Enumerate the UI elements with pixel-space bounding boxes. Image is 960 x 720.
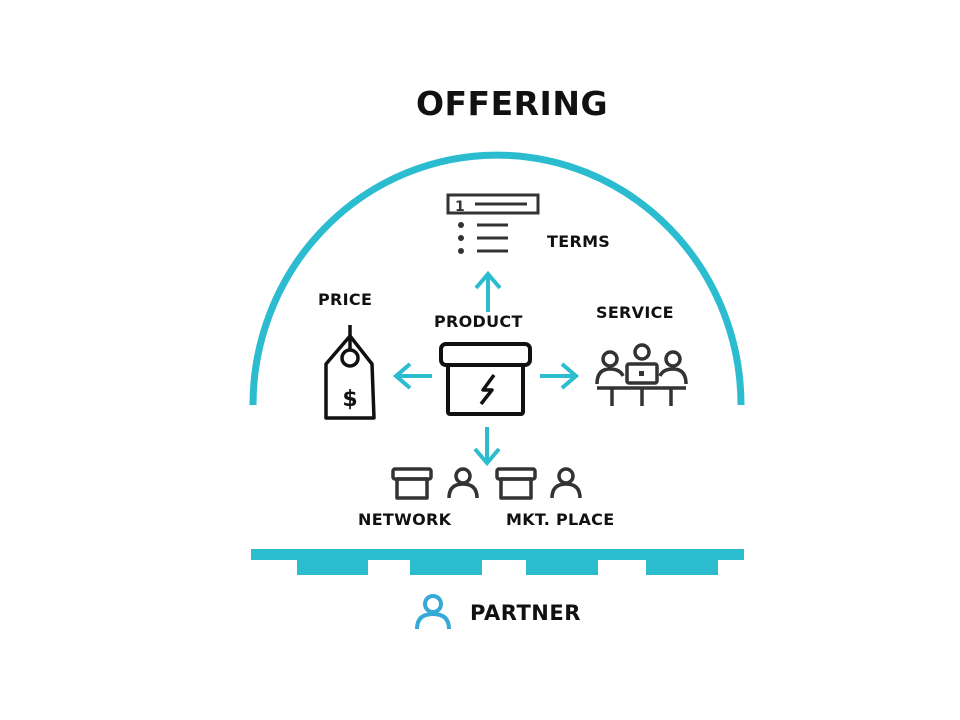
price-tag-icon (324, 325, 376, 420)
offering-dome-arc (249, 151, 745, 406)
network-box-icon (391, 467, 433, 500)
partner-platform (251, 549, 744, 575)
label-terms: TERMS (547, 232, 611, 251)
label-service: SERVICE (596, 303, 674, 322)
marketplace-person-icon (550, 467, 582, 499)
service-laptop-dot (639, 371, 644, 376)
label-product: PRODUCT (434, 312, 523, 331)
label-mkt-place: MKT. PLACE (506, 510, 615, 529)
arrow-up-to-terms (474, 270, 502, 312)
diagram-title: OFFERING (415, 84, 609, 123)
product-box-icon (439, 342, 532, 416)
partner-person-icon (415, 594, 451, 630)
label-network: NETWORK (358, 510, 452, 529)
price-tag-symbol: $ (342, 387, 357, 412)
network-person-icon (447, 467, 479, 499)
marketplace-box-icon (495, 467, 537, 500)
terms-list-number: 1 (455, 199, 465, 215)
terms-list-icon (446, 193, 540, 254)
label-price: PRICE (318, 290, 373, 309)
service-team-icon (595, 343, 688, 406)
arrow-left-to-price (392, 362, 432, 390)
label-partner: PARTNER (470, 601, 581, 625)
arrow-down-to-network (473, 427, 501, 467)
arrow-right-to-service (540, 362, 580, 390)
